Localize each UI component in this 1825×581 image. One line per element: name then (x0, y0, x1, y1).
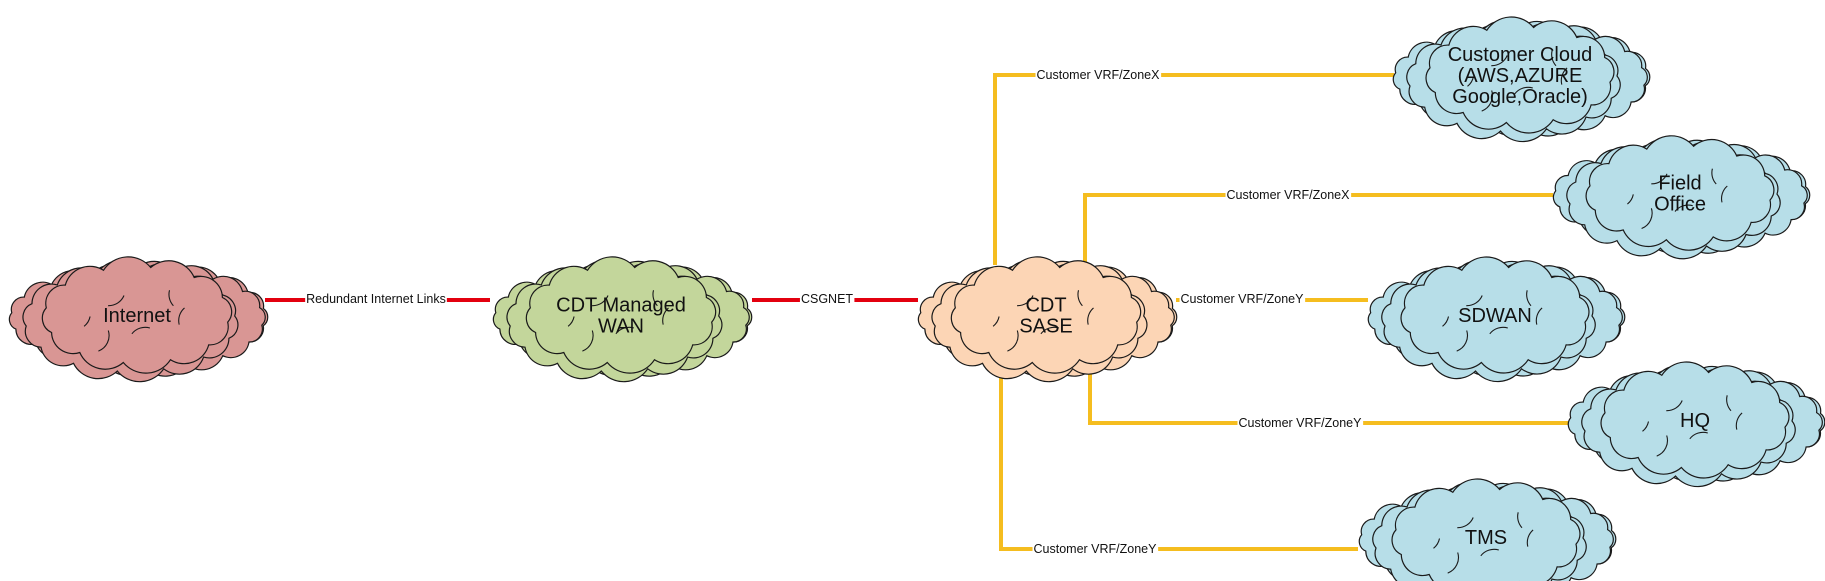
edge-label-text: CSGNET (801, 292, 853, 306)
cloud-icon (1367, 256, 1626, 383)
node-label: HQ (1680, 410, 1710, 432)
node-label: Internet (103, 305, 171, 327)
node-label: WAN (598, 316, 644, 338)
node-tms[interactable]: TMS (1358, 478, 1617, 581)
connection-line[interactable] (1088, 368, 1568, 425)
node-label: SASE (1019, 316, 1072, 338)
node-label: Office (1654, 194, 1706, 216)
cloud-icon (1567, 361, 1825, 488)
edge-cdt-sase-to-field-office[interactable] (1083, 193, 1553, 262)
edge-label-background (1237, 417, 1364, 429)
edge-label: CSGNET (799, 292, 855, 306)
edge-label-text: Customer VRF/ZoneX (1227, 188, 1351, 202)
node-sdwan[interactable]: SDWAN (1367, 256, 1626, 383)
connection-line[interactable] (993, 73, 1394, 265)
edge-label: Customer VRF/ZoneX (1035, 68, 1162, 82)
edge-cdt-sase-to-customer-cloud[interactable] (993, 73, 1394, 265)
cloud-icon (917, 256, 1178, 383)
edge-label-text: Customer VRF/ZoneY (1181, 292, 1305, 306)
edge-cdt-sase-to-tms[interactable] (999, 368, 1358, 551)
node-label: TMS (1465, 527, 1507, 549)
edge-label: Customer VRF/ZoneX (1225, 188, 1352, 202)
node-label: CDT (1025, 295, 1066, 317)
edge-label-text: Customer VRF/ZoneY (1034, 542, 1158, 556)
cloud-icon (1392, 16, 1651, 143)
node-internet[interactable]: Internet (8, 256, 269, 383)
edge-label: Customer VRF/ZoneY (1179, 292, 1306, 306)
edge-label-text: Customer VRF/ZoneY (1239, 416, 1363, 430)
edge-cdt-sase-to-hq[interactable] (1088, 368, 1568, 425)
cloud-icon (492, 256, 753, 383)
node-label: Field (1658, 173, 1701, 195)
connection-line[interactable] (999, 368, 1358, 551)
node-label: SDWAN (1458, 305, 1532, 327)
edge-label-background (305, 293, 447, 305)
edge-label-text: Redundant Internet Links (306, 292, 446, 306)
cloud-icon (1358, 478, 1617, 581)
node-label: CDT Managed (556, 295, 686, 317)
edge-label-background (1225, 189, 1352, 201)
edge-label: Redundant Internet Links (305, 292, 447, 306)
cloud-icon (1552, 135, 1811, 260)
edge-label-background (1032, 543, 1159, 555)
edge-labels-layer: Redundant Internet Links CSGNET Customer V… (305, 68, 1364, 556)
edge-label-background (1035, 69, 1162, 81)
edge-label: Customer VRF/ZoneY (1032, 542, 1159, 556)
edge-label-text: Customer VRF/ZoneX (1037, 68, 1161, 82)
connection-line[interactable] (1083, 193, 1553, 262)
node-hq[interactable]: HQ (1567, 361, 1825, 488)
node-label: (AWS,AZURE (1458, 65, 1583, 87)
edge-label: Customer VRF/ZoneY (1237, 416, 1364, 430)
node-label: Google,Oracle) (1452, 86, 1588, 108)
cloud-icon (8, 256, 269, 383)
node-label: Customer Cloud (1448, 44, 1593, 66)
edge-label-background (1179, 293, 1306, 305)
edge-label-background (799, 293, 855, 305)
